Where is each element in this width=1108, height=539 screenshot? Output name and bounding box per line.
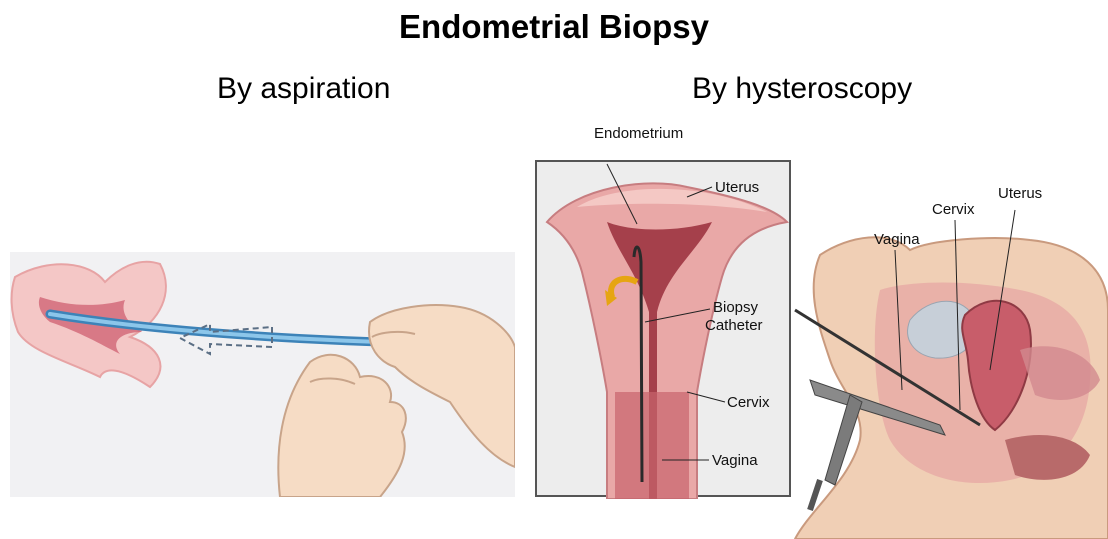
label-uterus-section: Uterus bbox=[998, 185, 1042, 202]
label-cervix-inset: Cervix bbox=[727, 394, 770, 411]
hysteroscopy-caption: By hysteroscopy bbox=[692, 72, 912, 106]
uterus-inset-panel: Uterus Biopsy Catheter Cervix Vagina bbox=[535, 160, 791, 497]
label-cervix-section: Cervix bbox=[932, 201, 975, 218]
label-uterus-inset: Uterus bbox=[715, 179, 759, 196]
label-vagina-inset: Vagina bbox=[712, 452, 758, 469]
label-vagina-section: Vagina bbox=[874, 231, 920, 248]
aspiration-illustration bbox=[10, 252, 515, 497]
label-endometrium: Endometrium bbox=[594, 125, 683, 142]
aspiration-caption: By aspiration bbox=[217, 72, 390, 106]
sagittal-section: Vagina Cervix Uterus bbox=[790, 180, 1108, 539]
lower-hand bbox=[278, 355, 405, 497]
label-biopsy-inset: Biopsy bbox=[713, 299, 758, 316]
page-title: Endometrial Biopsy bbox=[0, 8, 1108, 46]
label-catheter-inset: Catheter bbox=[705, 317, 763, 334]
